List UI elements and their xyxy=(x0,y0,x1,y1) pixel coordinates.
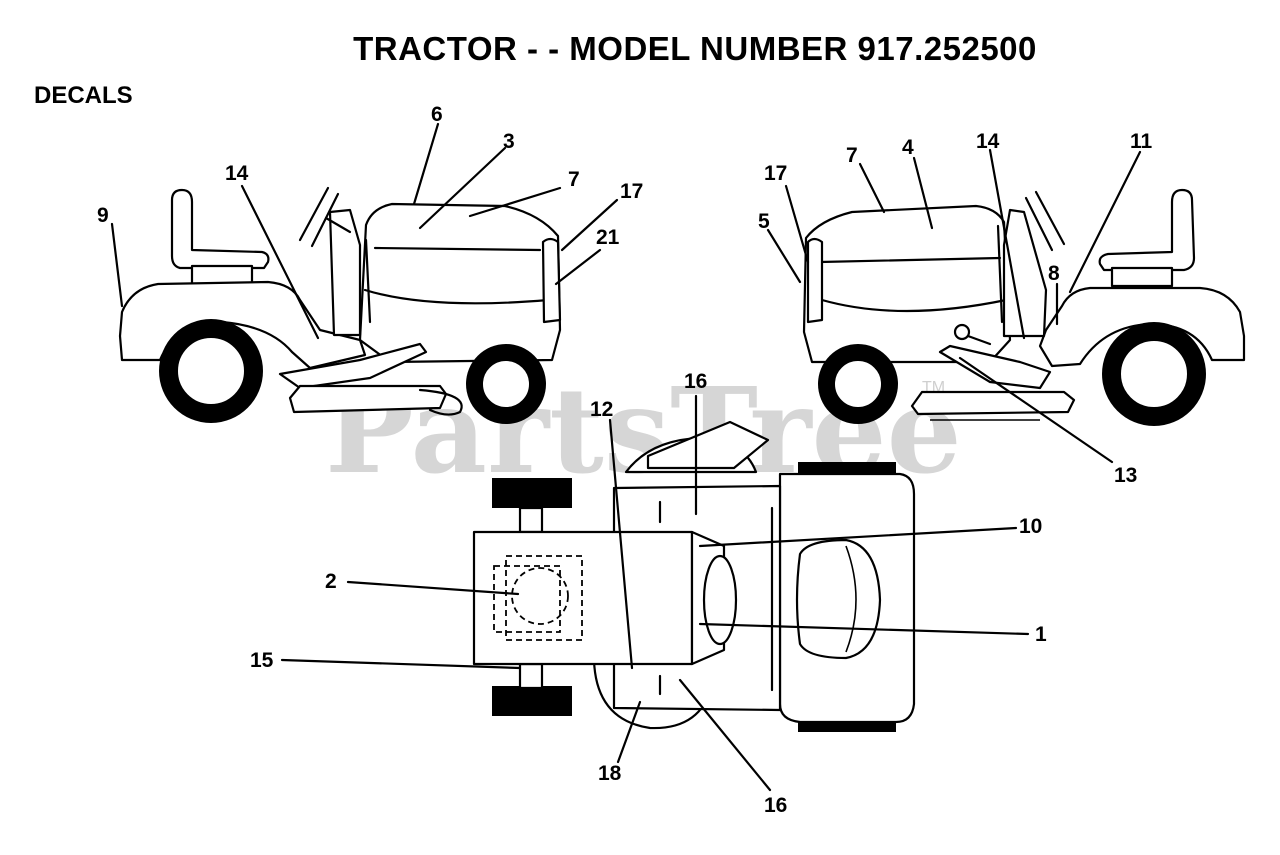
seat-base-right xyxy=(1110,266,1174,288)
steering-wheel-right xyxy=(1024,190,1066,252)
tractor-right-side-view xyxy=(802,188,1246,426)
callout-15: 15 xyxy=(250,649,274,672)
callout-9: 9 xyxy=(97,204,109,227)
callout-17-left: 17 xyxy=(620,180,643,203)
callout-12: 12 xyxy=(590,398,613,421)
callout-16-top: 16 xyxy=(684,370,707,393)
callout-13: 13 xyxy=(1114,464,1137,487)
callout-3: 3 xyxy=(503,130,515,153)
callout-16-bottom: 16 xyxy=(764,794,787,817)
callout-10: 10 xyxy=(1019,515,1042,538)
hood-right xyxy=(802,204,1012,364)
lift-lever-knob xyxy=(953,323,971,341)
front-tire-top-lower xyxy=(492,686,572,716)
rear-fender-right xyxy=(1038,286,1246,368)
discharge-chute xyxy=(646,420,770,470)
callout-11: 11 xyxy=(1130,130,1153,153)
dash-tower-right xyxy=(1002,208,1048,338)
callout-5: 5 xyxy=(758,210,770,233)
callout-7-left: 7 xyxy=(568,168,580,191)
dashboard-oval xyxy=(702,554,738,646)
callout-7-right: 7 xyxy=(846,144,858,167)
callout-17-right: 17 xyxy=(764,162,787,185)
section-label: DECALS xyxy=(34,82,133,109)
callout-8: 8 xyxy=(1048,262,1060,285)
callout-14-left: 14 xyxy=(225,162,249,185)
tractor-left-side-view xyxy=(118,186,562,424)
front-tire-top-upper xyxy=(492,478,572,508)
callout-1: 1 xyxy=(1035,623,1047,646)
leader-lines xyxy=(110,122,1142,792)
callout-14-right: 14 xyxy=(976,130,1000,153)
mower-deck-right xyxy=(910,390,1076,416)
hood-left xyxy=(358,202,562,364)
seat-base-left xyxy=(190,264,254,286)
grille-left xyxy=(541,237,562,324)
seat-top xyxy=(795,538,882,660)
grille-right xyxy=(806,237,824,324)
footrest-right xyxy=(938,344,1052,390)
dash-tower-left xyxy=(328,208,362,337)
diagram-title: TRACTOR - - MODEL NUMBER 917.252500 xyxy=(353,30,1037,67)
hood-top xyxy=(472,530,694,666)
callout-numbers: 1 2 3 4 5 6 7 7 8 9 10 11 12 13 14 14 15… xyxy=(97,103,1153,817)
callout-4: 4 xyxy=(902,136,914,159)
seat-left xyxy=(170,188,270,270)
callout-21: 21 xyxy=(596,226,620,249)
steering-wheel-left xyxy=(298,186,340,248)
callout-2: 2 xyxy=(325,570,337,593)
engine-outline-outer xyxy=(493,565,561,633)
seat-right xyxy=(1098,188,1196,272)
callout-18: 18 xyxy=(598,762,622,785)
engine-flywheel-outline xyxy=(511,567,569,625)
callout-6: 6 xyxy=(431,103,443,126)
